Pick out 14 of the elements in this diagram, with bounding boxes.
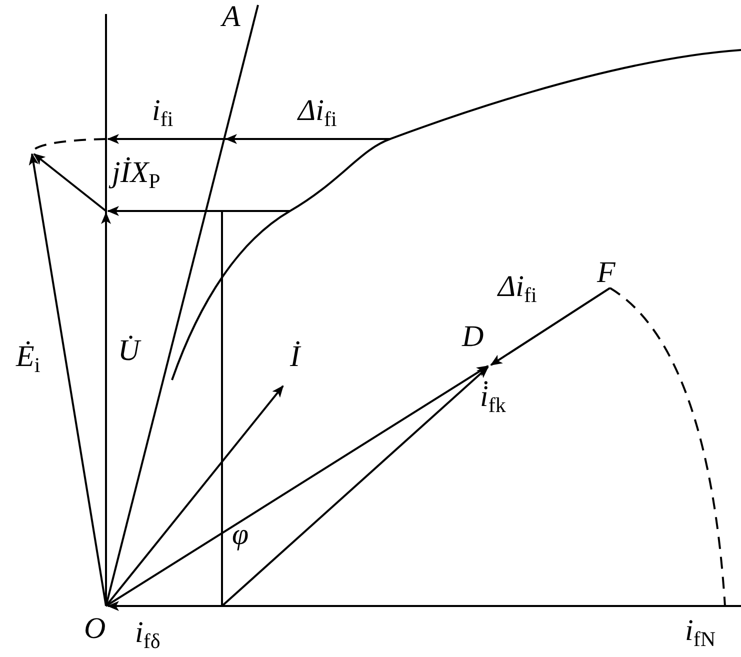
point-label: A [222,2,240,32]
current-label: i$_{fN}$ [685,616,716,650]
current-label: i$_{fi}$ [152,96,174,130]
angle-label: φ [232,520,249,550]
voltage-label: U̇ [118,336,140,366]
point-label: O [84,614,106,644]
current-label: i̇$_{fk}$ [480,382,506,416]
point-label: D [462,322,484,352]
current-label: Δi$_{fi}$ [298,96,337,130]
voltage-label: Ė$_{i}$ [16,342,40,376]
point-label: F [597,258,616,288]
current-label: Δi$_{fi}$ [498,272,537,306]
current-label: İ [290,342,300,372]
current-label: i$_{fδ}$ [135,618,160,652]
